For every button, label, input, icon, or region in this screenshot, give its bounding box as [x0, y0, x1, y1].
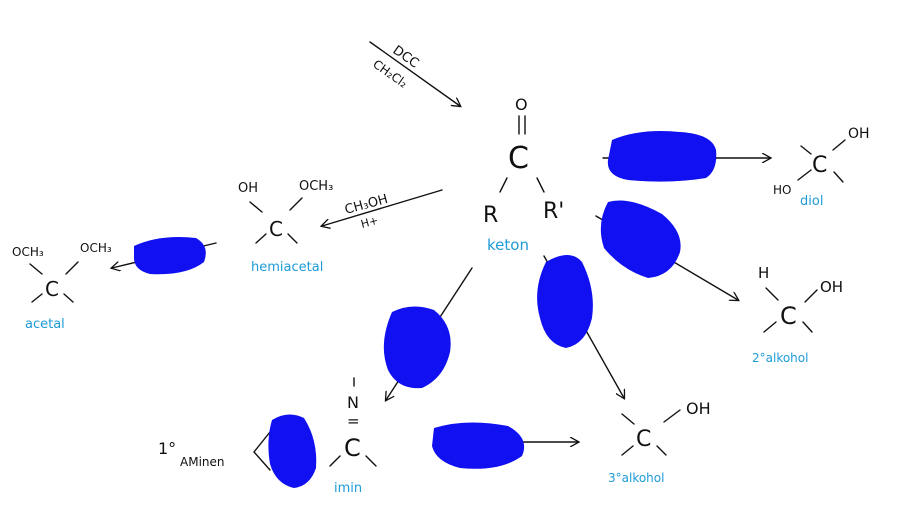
svg-text:O: O — [515, 95, 528, 114]
primary-amine-reagent: 1° AMinen — [158, 414, 317, 488]
scribble-acetal-reagent — [134, 237, 206, 275]
svg-text:HO: HO — [773, 183, 791, 197]
svg-text:C: C — [344, 434, 361, 462]
svg-text:OCH₃: OCH₃ — [80, 241, 112, 255]
svg-text:C: C — [636, 427, 651, 452]
svg-text:C: C — [269, 217, 283, 241]
label-hemiacetal: hemiacetal — [251, 260, 323, 275]
label-2-alcohol: 2°alkohol — [752, 351, 808, 365]
scribble-amine-condition — [268, 414, 317, 488]
reagent-h-plus: H+ — [359, 214, 379, 231]
imine-molecule: N = C imin — [329, 377, 377, 496]
svg-text:OH: OH — [820, 278, 843, 296]
label-keton: keton — [487, 236, 529, 254]
scribble-imine-reagent — [383, 306, 451, 389]
svg-text:=: = — [347, 412, 360, 430]
svg-text:N: N — [347, 393, 359, 412]
svg-text:OCH₃: OCH₃ — [12, 245, 44, 259]
scribble-3-alcohol-reagent — [537, 255, 593, 348]
label-3-alcohol: 3°alkohol — [608, 471, 664, 485]
svg-text:H: H — [758, 264, 769, 282]
label-acetal: acetal — [25, 317, 65, 332]
label-diol: diol — [800, 194, 823, 209]
svg-text:C: C — [812, 153, 827, 178]
svg-text:1°: 1° — [158, 439, 176, 458]
svg-text:R': R' — [543, 199, 564, 224]
tertiary-alcohol-molecule: OH C 3°alkohol — [608, 399, 711, 485]
svg-text:AMinen: AMinen — [180, 455, 225, 469]
scribble-2-alcohol-reagent — [600, 200, 681, 278]
scribble-3-alcohol-bottom-reagent — [432, 422, 525, 469]
svg-text:C: C — [780, 302, 797, 330]
ketone-molecule: O C R R' keton — [483, 95, 564, 254]
diol-molecule: C OH HO diol — [773, 126, 870, 209]
dcc-arrow — [369, 41, 460, 106]
hemiacetal-molecule: OH OCH₃ C hemiacetal — [238, 179, 333, 275]
svg-text:OH: OH — [848, 126, 870, 142]
reagent-ch3oh: CH₃OH — [343, 192, 389, 218]
svg-text:OH: OH — [686, 399, 711, 418]
arrow-to-hemiacetal — [322, 189, 443, 226]
svg-text:C: C — [45, 277, 59, 301]
secondary-alcohol-molecule: H OH C 2°alkohol — [752, 264, 843, 365]
scribble-diol-reagent — [607, 131, 717, 182]
acetal-molecule: OCH₃ OCH₃ C acetal — [12, 241, 112, 332]
svg-text:OH: OH — [238, 181, 258, 196]
svg-text:C: C — [508, 141, 529, 176]
svg-text:R: R — [483, 203, 498, 228]
svg-text:OCH₃: OCH₃ — [299, 179, 333, 194]
label-imin: imin — [334, 481, 362, 496]
